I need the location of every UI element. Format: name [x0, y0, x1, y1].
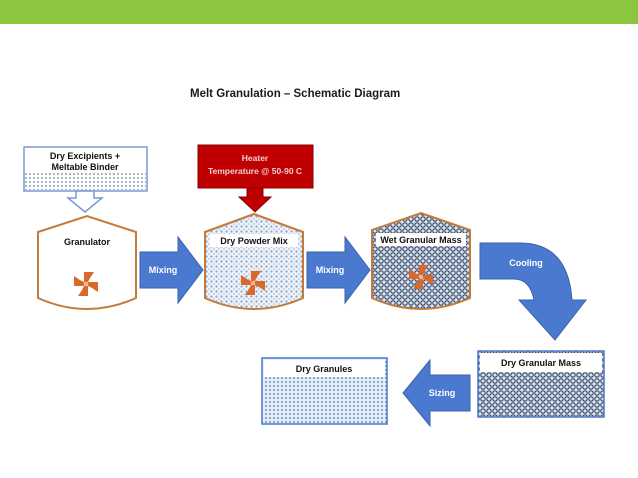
- cooling-arrow: Cooling: [479, 242, 588, 341]
- dry-powder-mix-vessel: Dry Powder Mix: [204, 212, 304, 310]
- impeller-icon: [74, 272, 98, 296]
- heater-box: Heater Temperature @ 50-90 C: [197, 144, 314, 189]
- dry-powder-mix-label: Dry Powder Mix: [220, 236, 288, 246]
- input-down-arrow: [65, 190, 105, 213]
- wet-granular-mass-vessel: Wet Granular Mass: [371, 211, 471, 310]
- impeller-icon: [241, 271, 265, 295]
- granulator-vessel: Granulator: [37, 214, 137, 310]
- dry-granular-mass-label: Dry Granular Mass: [501, 358, 581, 368]
- mixing-arrow-1: Mixing: [139, 235, 204, 305]
- input-box-line2: Meltable Binder: [51, 162, 119, 172]
- diagram-title: Melt Granulation – Schematic Diagram: [190, 88, 401, 100]
- input-materials-box: Dry Excipients + Meltable Binder: [23, 146, 148, 192]
- sizing-label: Sizing: [429, 388, 456, 398]
- heater-line1: Heater: [242, 153, 269, 163]
- wet-granular-mass-label: Wet Granular Mass: [380, 235, 461, 245]
- top-accent-bar: [0, 0, 638, 24]
- mixing-arrow-2: Mixing: [306, 235, 371, 305]
- mixing-label-2: Mixing: [316, 265, 345, 275]
- mixing-label-1: Mixing: [149, 265, 178, 275]
- dry-granules-label: Dry Granules: [296, 364, 353, 374]
- input-box-line1: Dry Excipients +: [50, 151, 120, 161]
- dry-granular-mass-box: Dry Granular Mass: [477, 350, 605, 418]
- heater-down-arrow: [237, 187, 273, 213]
- granulator-label: Granulator: [64, 237, 111, 247]
- cooling-label: Cooling: [509, 258, 543, 268]
- heater-line2: Temperature @ 50-90 C: [208, 166, 302, 176]
- sizing-arrow: Sizing: [402, 358, 471, 428]
- impeller-icon: [409, 265, 433, 289]
- dry-granules-box: Dry Granules: [261, 357, 388, 425]
